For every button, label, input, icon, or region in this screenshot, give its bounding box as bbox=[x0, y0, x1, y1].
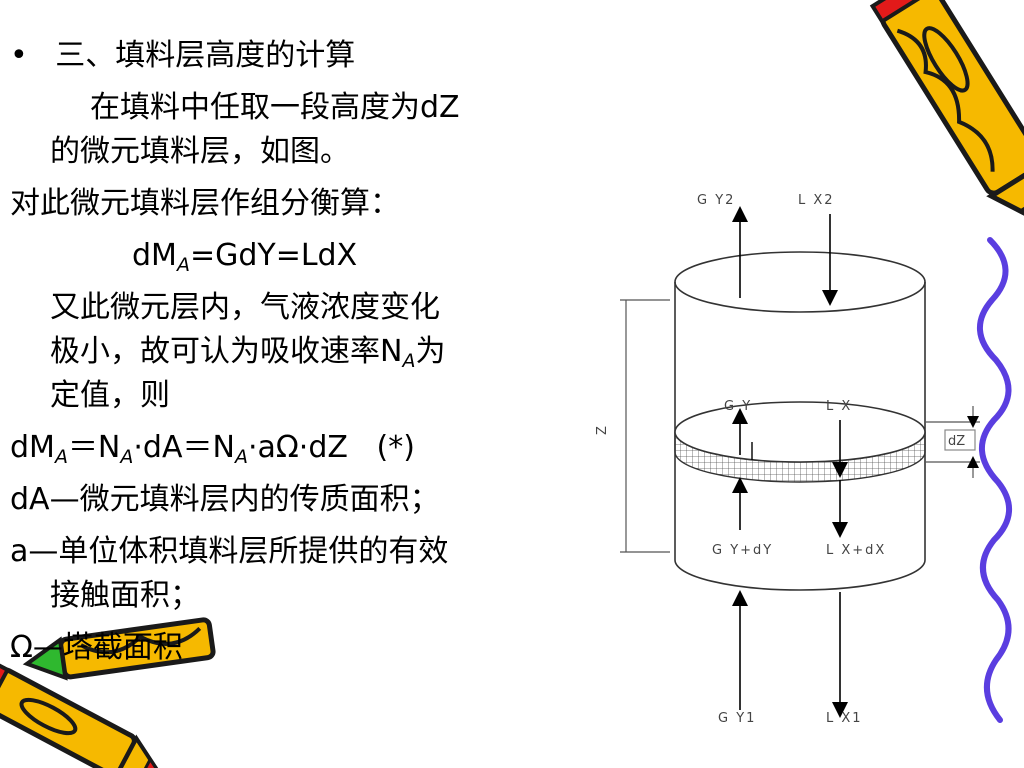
gas-low-label: G Y+dY bbox=[712, 543, 773, 558]
dz-bracket bbox=[925, 406, 980, 478]
definition-line: Ω—塔截面积 bbox=[10, 630, 183, 665]
height-z-bracket bbox=[620, 299, 670, 553]
gas-top-label: G Y2 bbox=[697, 193, 735, 208]
flow-arrows bbox=[732, 206, 848, 718]
paragraph-line: 又此微元层内，气液浓度变化 bbox=[50, 290, 440, 325]
dz-label: dZ bbox=[948, 434, 965, 449]
height-label: Z bbox=[595, 424, 610, 435]
paragraph-line: 定值，则 bbox=[50, 378, 170, 413]
paragraph-line: 极小，故可认为吸收速率NA为 bbox=[50, 334, 446, 372]
paragraph-line: 在填料中任取一段高度为dZ bbox=[90, 90, 460, 125]
gas-mid-label: G Y bbox=[724, 399, 752, 414]
liquid-top-label: L X2 bbox=[798, 193, 835, 208]
equation-1: dMA=GdY=LdX bbox=[132, 238, 358, 276]
liquid-low-label: L X+dX bbox=[826, 543, 886, 558]
heading: • 三、填料层高度的计算 bbox=[10, 38, 355, 74]
definition-line: 接触面积； bbox=[50, 578, 200, 613]
paragraph-line: 对此微元填料层作组分衡算： bbox=[10, 186, 400, 221]
definition-line: dA—微元填料层内的传质面积； bbox=[10, 482, 440, 517]
section-title: 三、填料层高度的计算 bbox=[55, 38, 356, 73]
column-cylinder bbox=[674, 251, 926, 591]
packed-column-diagram: Z dZ G Y2 L X2 G Y L X G Y+dY L X+dX G Y… bbox=[595, 193, 980, 726]
equation-2: dMA＝NA·dA＝NA·aΩ·dZ (*) bbox=[10, 430, 415, 468]
bullet: • bbox=[10, 38, 28, 73]
differential-packing-layer bbox=[674, 401, 926, 483]
gas-bottom-label: G Y1 bbox=[718, 711, 756, 726]
liquid-mid-label: L X bbox=[826, 399, 852, 414]
definition-line: a—单位体积填料层所提供的有效 bbox=[10, 534, 449, 569]
paragraph-line: 的微元填料层，如图。 bbox=[50, 134, 350, 169]
liquid-bottom-label: L X1 bbox=[826, 711, 863, 726]
pencil-icon bbox=[0, 658, 166, 768]
